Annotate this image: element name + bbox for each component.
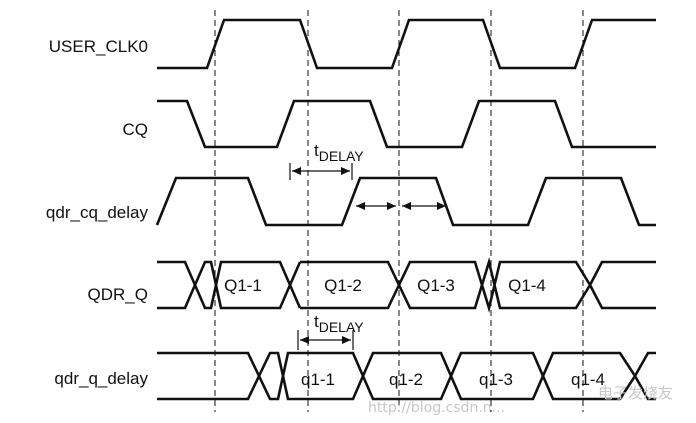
watermark-logo: 电子发烧友 — [598, 384, 673, 402]
qdr-q-delay-waveform — [157, 351, 656, 401]
qdr-q-delay-word-4: q1-4 — [571, 370, 605, 389]
reference-lines — [214, 10, 584, 412]
cq-waveform — [157, 99, 656, 149]
tdelay-label-data: tDELAY — [314, 312, 364, 335]
qdr-q-word-3: Q1-3 — [417, 276, 455, 295]
qdr-q-word-2: Q1-2 — [324, 276, 362, 295]
tdelay-label-clock: tDELAY — [314, 141, 364, 164]
signal-label-qdr-cq-delay: qdr_cq_delay — [46, 203, 149, 222]
qdr-q-delay-word-1: q1-1 — [301, 370, 335, 389]
half-period-arrows — [356, 202, 446, 210]
qdr-q-word-1: Q1-1 — [224, 276, 262, 295]
qdr-q-delay-word-3: q1-3 — [479, 370, 513, 389]
signal-label-cq: CQ — [123, 120, 149, 139]
qdr-q-word-4: Q1-4 — [508, 276, 546, 295]
signal-label-qdr-q: QDR_Q — [88, 285, 148, 304]
tdelay-marker-data — [297, 330, 354, 350]
qdr-q-waveform — [157, 257, 656, 313]
signal-label-qdr-q-delay: qdr_q_delay — [54, 369, 148, 388]
watermark-url: http://blog.csdn.n... — [368, 400, 505, 416]
tdelay-marker-clock — [289, 163, 353, 180]
qdr-cq-delay-waveform — [155, 176, 656, 227]
qdr-q-delay-word-2: q1-2 — [389, 370, 423, 389]
user-clk0-waveform — [157, 18, 656, 70]
signal-label-user-clk0: USER_CLK0 — [49, 37, 148, 56]
